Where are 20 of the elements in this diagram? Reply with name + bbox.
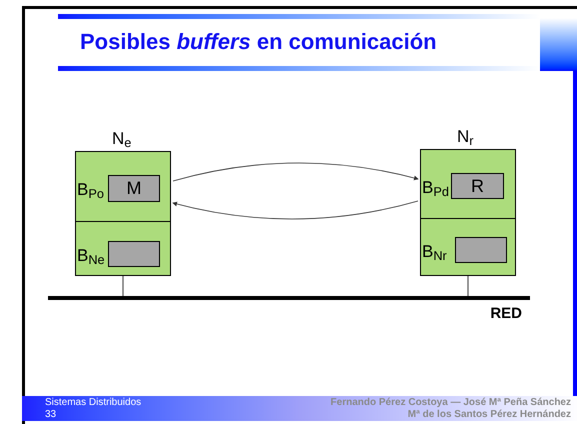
connection-line: [122, 276, 124, 296]
footer-author: Fernando Pérez Costoya — José Mª Peña Sánchez: [330, 397, 571, 409]
footer-text: Sistemas Distribuidos: [45, 397, 142, 409]
arrow: [172, 162, 419, 182]
buffer-slot: R: [451, 173, 504, 199]
buffer-slot: [455, 237, 507, 263]
network-label: RED: [490, 306, 522, 321]
arrow: [172, 200, 418, 220]
buffer-label: B$_{Nr}$: [422, 243, 447, 260]
buffer-label: B$_{Ne}$: [77, 247, 105, 264]
node-label: N$_{r}$: [457, 128, 474, 145]
slide-title: Posibles buffers en comunicación: [80, 28, 437, 56]
buffer-slot: [108, 241, 160, 267]
footer-author: Mª de los Santos Pérez Hernández: [408, 409, 571, 421]
buffer-slot: M: [108, 175, 160, 202]
connection-line: [467, 276, 469, 296]
page-number: 33: [45, 409, 56, 421]
node-label: N$_{e}$: [112, 130, 132, 147]
buffer-label: B$_{Po}$: [77, 181, 104, 198]
buffer-label: B$_{Pd}$: [422, 179, 449, 196]
